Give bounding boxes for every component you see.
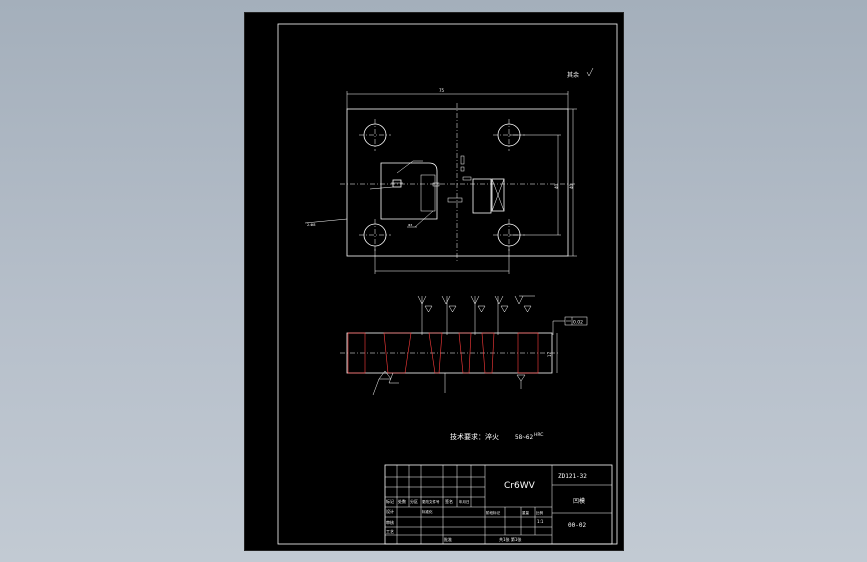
roughness-symbol [586,67,594,77]
drawing-frame [277,23,618,545]
sheet-info: 共1张 第1张 [499,536,521,542]
label-review: 审核 [386,519,394,525]
scale-value: 1:1 [537,519,544,524]
die-cavity [380,162,438,220]
flatness-value: 0.02 [573,320,583,326]
plan-view: 75 2-Φ8 [304,88,577,274]
cad-drawing: 其余 75 [277,23,618,545]
label-approve: 批准 [444,536,452,542]
dim-side-height: 17 [547,351,552,357]
dim-right-inner: 40 [554,183,559,189]
label-signature: 签名 [445,498,453,504]
label-designer: 设计 [386,508,394,514]
tech-requirements: 技术要求：淬火 [450,432,499,441]
label-stage-mark: 阶段标记 [486,510,500,515]
material: Cr6WV [504,481,536,491]
drawing-number: 00-02 [568,522,586,529]
label-standardize: 标准化 [422,509,433,514]
flatness-frame [564,316,588,326]
label-date: 年月日 [459,499,470,504]
title-block: 标记 处数 分区 更改文件号 签名 年月日 设计 标准化 阶段标记 重量 比例 … [384,464,613,545]
svg-text:2-Φ8: 2-Φ8 [307,223,315,227]
dim-top-width: 75 [439,88,445,93]
label-change-doc: 更改文件号 [422,499,440,504]
drawing-sheet: 其余 75 [244,12,624,551]
label-count: 处数 [398,498,406,504]
dim-right-outer: 40 [569,183,574,189]
roughness-note: 其余 [567,71,579,79]
hardness-unit: HRC [534,432,543,438]
svg-text:Φ3: Φ3 [408,223,412,227]
section-view: 0.02 17 [340,295,588,396]
drawing-code: ZD121-32 [558,473,587,480]
plate-outline [346,108,569,257]
part-name: 凹模 [573,497,585,505]
label-process: 工艺 [386,529,394,534]
label-weight: 重量 [522,510,530,515]
label-zone: 分区 [410,498,418,504]
label-scale: 比例 [536,510,544,515]
label-mark: 标记 [386,498,394,504]
hardness-value: 58~62 [515,434,533,441]
